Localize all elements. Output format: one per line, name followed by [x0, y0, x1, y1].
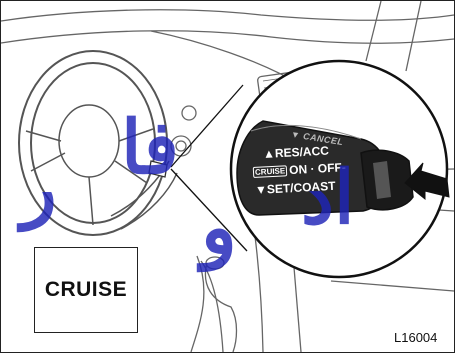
cruise-indicator-box: CRUISE [34, 247, 138, 333]
on-off-label: ON · OFF- [289, 160, 346, 177]
figure-code: L16004 [394, 330, 437, 345]
steering-wheel-icon [19, 51, 177, 235]
cruise-indicator-label: CRUISE [45, 278, 127, 302]
cruise-tag: CRUISE [253, 165, 288, 178]
